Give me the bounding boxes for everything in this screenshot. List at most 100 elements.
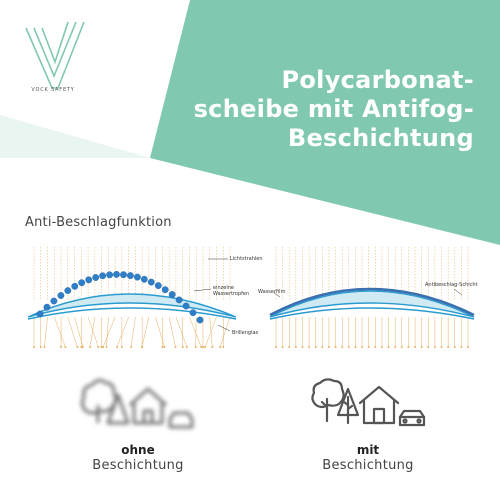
light-ray-end [39,346,42,348]
light-ray [87,316,99,348]
light-ray-end [100,346,103,348]
light-ray [189,316,202,348]
label-lens: Brillenglas [232,330,259,336]
light-ray-end [420,346,423,348]
section-title: Anti-Beschlagfunktion [25,215,172,230]
light-ray-end [120,346,123,348]
label-antifog-layer: Antibeschlag-Schicht [425,282,478,288]
light-ray-end [194,346,197,348]
light-ray [204,316,217,348]
light-ray-end [185,346,188,348]
light-ray-end [281,346,284,348]
light-ray-end [80,346,83,348]
light-ray [116,316,129,348]
light-ray-end [447,346,450,348]
light-ray-end [64,346,67,348]
antifog-diagram: Lichtstrahlen einzelne Wassertropfen Bri… [18,245,484,355]
light-ray-end [219,346,222,348]
water-drop [99,272,107,280]
light-ray-end [115,346,118,348]
light-ray-end [367,346,370,348]
icons-sharp [311,378,426,427]
light-ray-end [201,346,204,348]
light-ray-end [427,346,430,348]
light-ray-end [211,346,214,348]
icons-blurred [80,378,194,429]
caption-with: mit Beschichtung [288,443,448,473]
light-ray-end [275,346,277,348]
light-ray-end [130,346,133,348]
light-ray-end [102,346,105,348]
water-drop [134,273,141,281]
lens-right-edge [269,307,475,320]
headline-line-3: Beschichtung [287,124,474,152]
brand-name: VOCK SAFETY [31,87,75,93]
light-ray-end [387,346,390,348]
light-ray-end [288,346,291,348]
house-icon [358,385,400,425]
light-ray-end [433,346,436,348]
light-ray-end [105,346,108,348]
light-ray [168,316,176,348]
light-ray-end [76,346,79,348]
light-ray [44,316,48,348]
label-water-film: Wasserfilm [258,289,286,295]
light-ray [106,316,109,348]
light-ray-end [347,346,350,348]
light-ray-end [33,346,35,348]
tree-icon [80,378,130,425]
caption-without-text: Beschichtung [92,458,184,473]
light-ray-end [89,346,92,348]
water-drop [85,276,93,284]
water-drop [120,271,127,279]
light-rays-right [275,247,469,348]
light-ray-end [334,346,337,348]
light-ray-end [407,346,410,348]
light-ray-end [341,346,344,348]
water-drop [43,303,51,311]
water-drop [64,287,72,294]
light-ray [141,316,150,348]
water-drop [50,297,58,305]
mint-header-shape [150,0,500,245]
headline-line-2: scheibe mit Antifog- [193,95,474,123]
car-icon [168,411,194,429]
light-ray-end [301,346,304,348]
water-drop [168,291,176,298]
tree-icon [311,378,360,425]
light-ray-end [327,346,330,348]
light-ray-end [394,346,397,348]
light-ray-end [81,346,84,348]
light-ray-end [453,346,456,348]
light-ray-end [380,346,383,348]
light-ray [155,316,165,348]
light-ray-end [163,346,166,348]
light-ray-end [204,346,207,348]
lens-left [27,293,237,318]
light-ray [130,316,136,348]
caption-with-text: Beschichtung [322,458,414,473]
water-drop [140,275,148,283]
diagram-svg [27,247,475,348]
light-ray [67,316,78,348]
light-ray-end [460,346,463,348]
caption-with-bold: mit [356,443,380,457]
water-drop [154,282,162,289]
light-ray-end [174,346,177,348]
light-tint-shape [0,115,150,158]
water-drop [127,272,134,279]
lens-right [269,290,475,318]
house-icon [129,387,167,425]
light-ray-end [361,346,364,348]
water-drop [92,274,100,281]
light-ray-end [97,346,100,348]
light-ray-end [200,346,203,348]
light-ray-end [294,346,297,348]
water-drop [113,270,120,278]
light-ray-end [308,346,311,348]
label-drops-2: Wassertropfen [213,291,250,297]
light-ray-end [43,346,46,348]
light-ray [54,316,66,348]
light-rays-left [33,247,231,348]
